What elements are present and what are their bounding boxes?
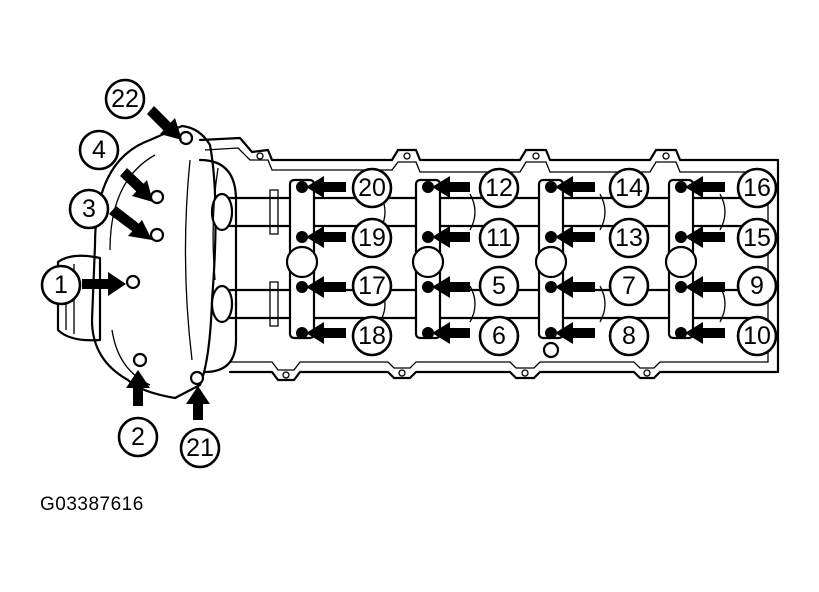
svg-text:19: 19	[358, 224, 386, 252]
svg-text:16: 16	[743, 174, 771, 202]
arrow-11	[432, 226, 470, 248]
arrow-7	[555, 276, 595, 298]
cap-bolts	[296, 181, 687, 339]
badge-7: 7	[608, 265, 650, 307]
arrow-1	[82, 272, 126, 296]
svg-text:6: 6	[492, 322, 506, 350]
badge-11: 11	[478, 217, 520, 259]
arrow-12	[432, 176, 470, 198]
callout-arrows	[82, 106, 725, 420]
svg-text:15: 15	[743, 224, 771, 252]
badge-21: 21	[179, 427, 221, 469]
badge-9: 9	[736, 265, 778, 307]
svg-text:4: 4	[92, 136, 106, 164]
badge-16: 16	[736, 167, 778, 209]
svg-text:5: 5	[492, 272, 506, 300]
badge-13: 13	[608, 217, 650, 259]
badge-3: 3	[68, 188, 110, 230]
arrow-8	[555, 322, 595, 344]
arrow-10	[685, 322, 725, 344]
badge-19: 19	[351, 217, 393, 259]
badge-20: 20	[351, 167, 393, 209]
badge-10: 10	[736, 315, 778, 357]
badge-17: 17	[351, 265, 393, 307]
svg-text:18: 18	[358, 322, 386, 350]
arrow-21	[186, 386, 210, 420]
badge-12: 12	[478, 167, 520, 209]
arrow-18	[306, 322, 346, 344]
arrow-4	[120, 168, 153, 202]
arrow-5	[432, 276, 470, 298]
badge-15: 15	[736, 217, 778, 259]
arrow-16	[685, 176, 725, 198]
badge-22: 22	[104, 78, 146, 120]
arrow-19	[306, 226, 346, 248]
svg-text:2: 2	[131, 423, 145, 451]
bearing-caps	[285, 178, 698, 359]
svg-text:13: 13	[615, 224, 643, 252]
front-cover	[56, 124, 238, 400]
badge-6: 6	[478, 315, 520, 357]
arrow-20	[306, 176, 346, 198]
callout-badges: 1 2 3 4 5 6 7 8 9 10 11 12 13 14 15 16 1…	[40, 78, 778, 469]
svg-text:14: 14	[615, 174, 643, 202]
svg-text:12: 12	[485, 174, 513, 202]
arrow-2	[126, 370, 150, 406]
arrow-15	[685, 226, 725, 248]
arrow-22	[147, 106, 182, 140]
svg-text:7: 7	[622, 272, 636, 300]
svg-text:3: 3	[82, 195, 96, 223]
badge-5: 5	[478, 265, 520, 307]
figure-code: G03387616	[40, 494, 144, 515]
arrow-17	[306, 276, 346, 298]
badge-1: 1	[40, 264, 82, 306]
head-outline	[198, 136, 780, 382]
badge-8: 8	[608, 315, 650, 357]
badge-14: 14	[608, 167, 650, 209]
badge-4: 4	[78, 129, 120, 171]
arrow-3	[109, 206, 152, 240]
arrow-13	[555, 226, 595, 248]
arrow-9	[685, 276, 725, 298]
svg-text:17: 17	[358, 272, 386, 300]
svg-text:11: 11	[486, 224, 512, 252]
svg-text:1: 1	[54, 271, 68, 299]
badge-2: 2	[117, 416, 159, 458]
badge-18: 18	[351, 315, 393, 357]
svg-text:22: 22	[111, 85, 139, 113]
svg-text:20: 20	[358, 174, 386, 202]
arrow-14	[555, 176, 595, 198]
svg-text:8: 8	[622, 322, 636, 350]
svg-text:21: 21	[186, 434, 214, 462]
svg-text:9: 9	[750, 272, 764, 300]
arrow-6	[432, 322, 470, 344]
svg-text:10: 10	[743, 322, 771, 350]
